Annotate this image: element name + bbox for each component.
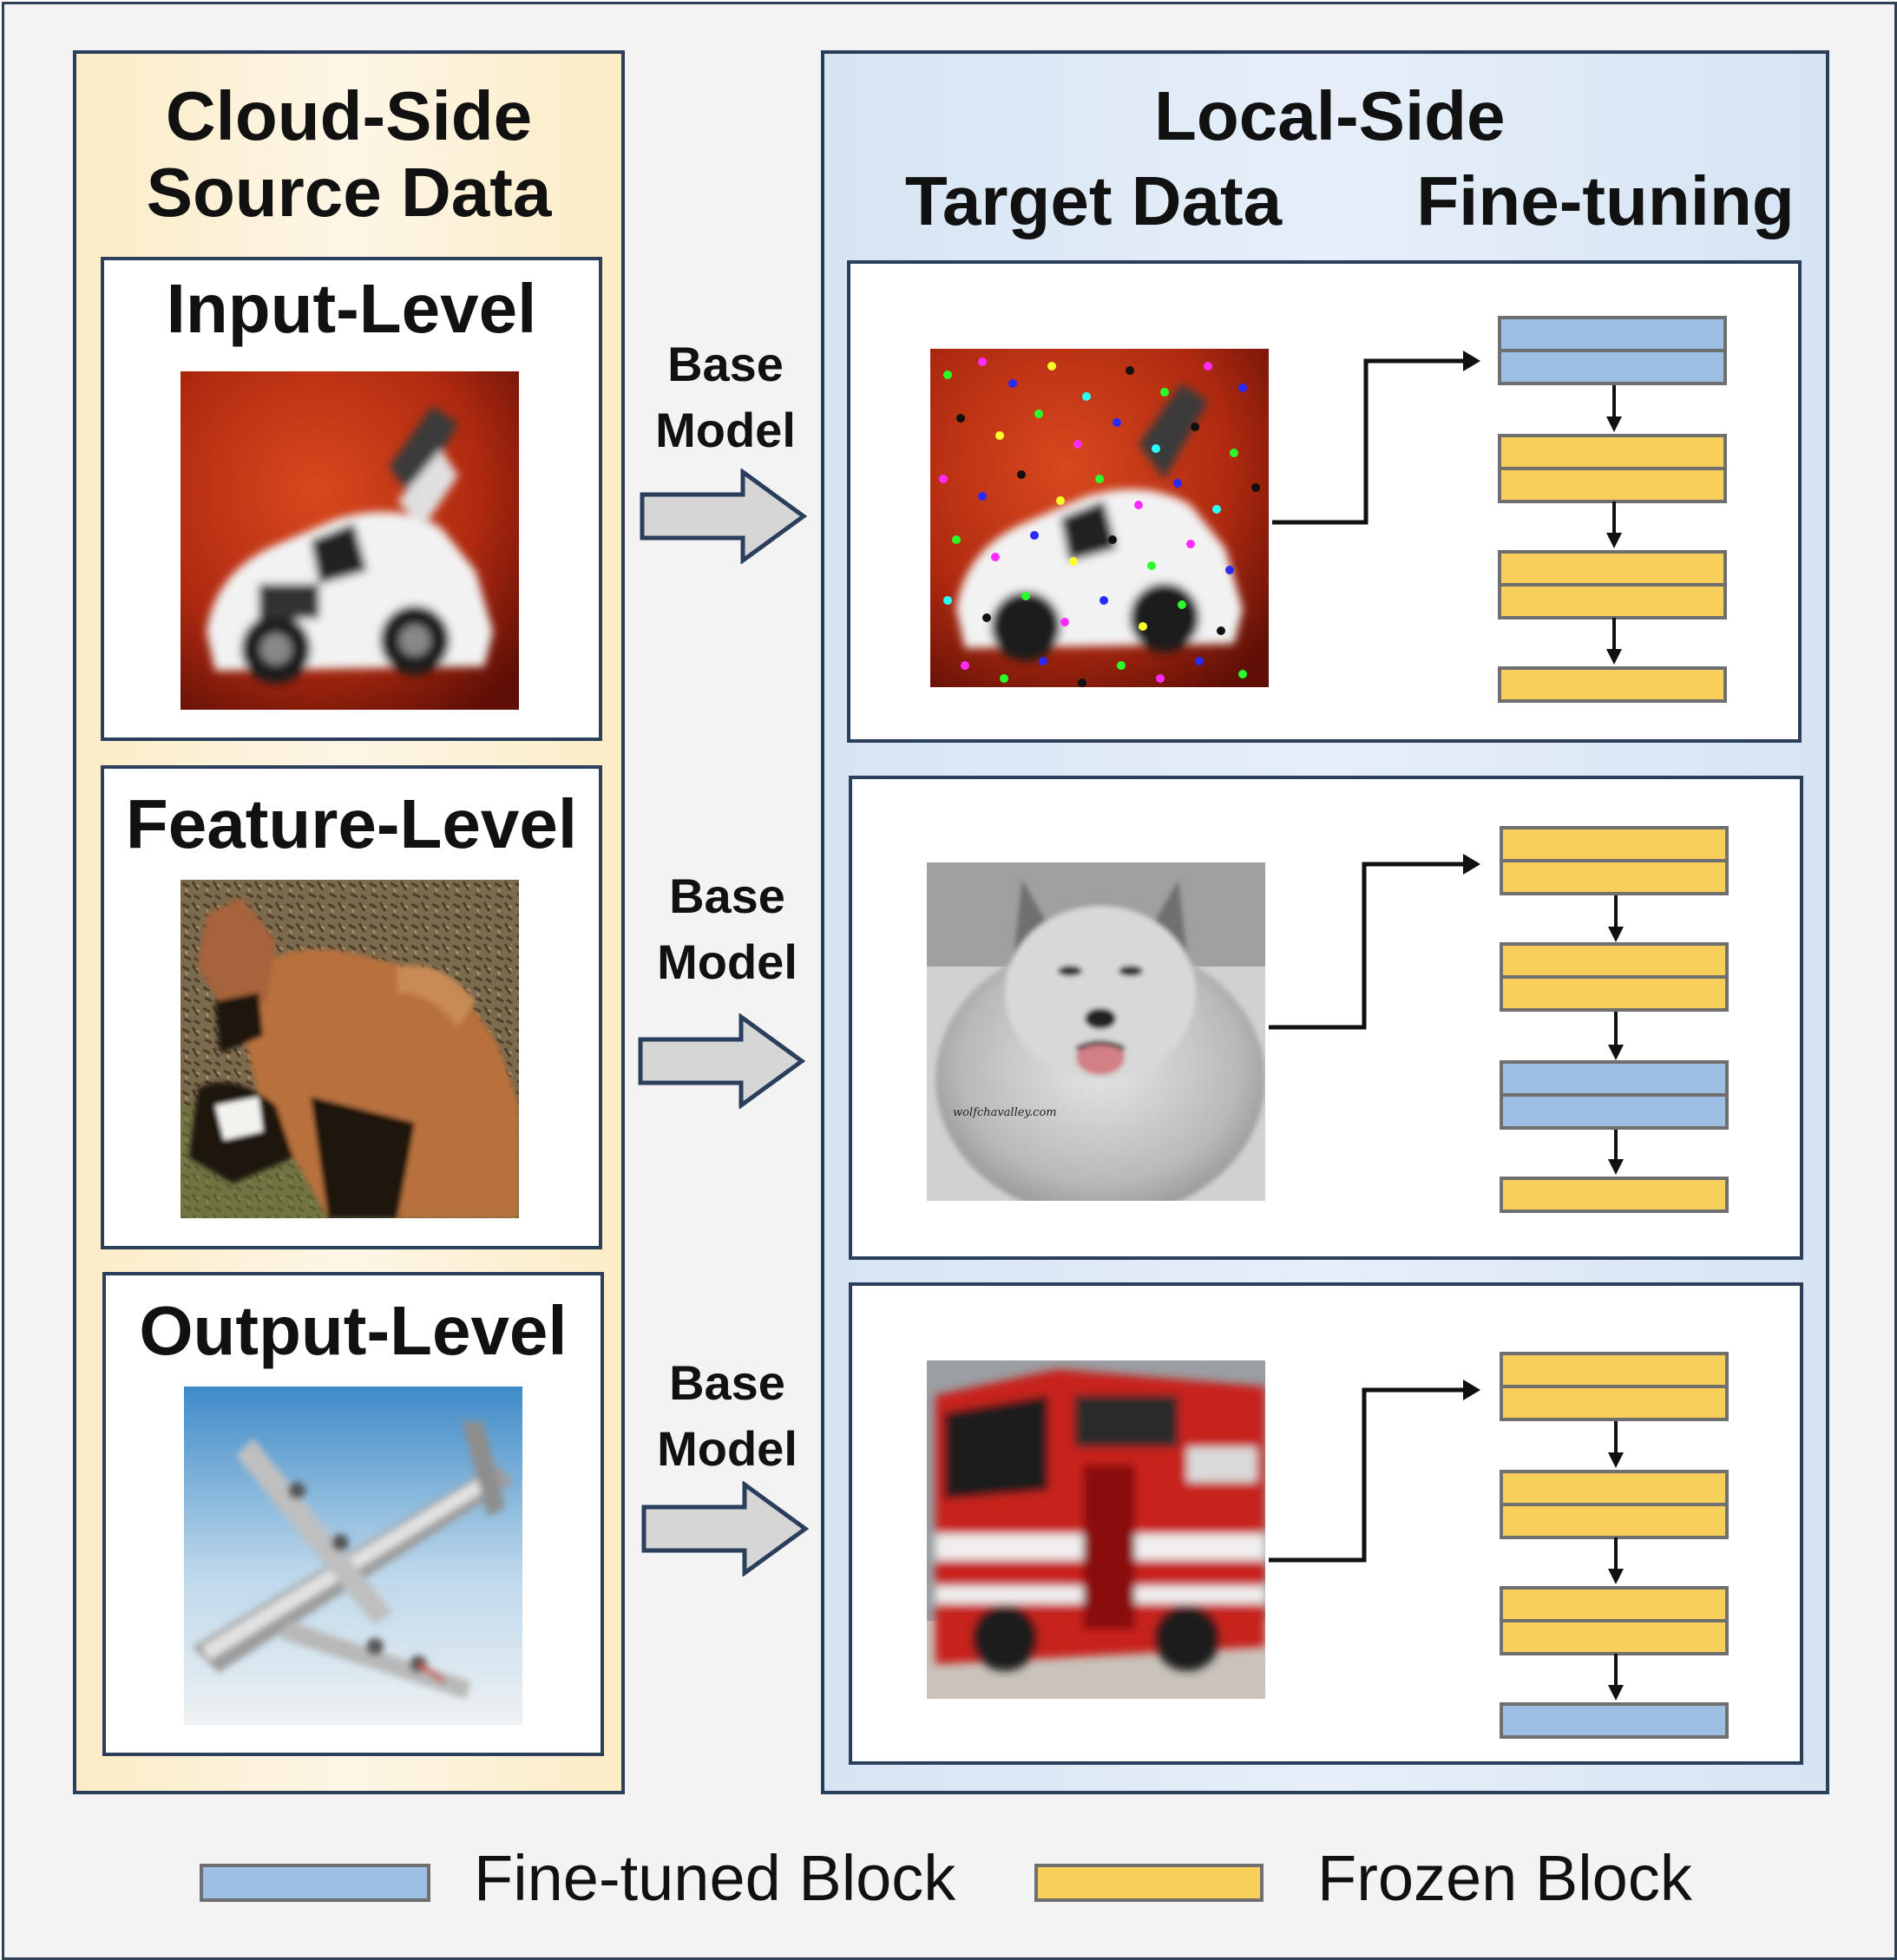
cloud-side-title-line2: Source Data [73,154,625,231]
legend-fine-tuned-swatch [200,1864,430,1902]
local-row-3 [849,1282,1803,1765]
base-model-arrow-1 [639,469,812,564]
output-level-box: Output-Level [102,1272,604,1756]
local-side-title: Local-Side [1154,78,1501,154]
cloud-side-title-line1: Cloud-Side [73,78,625,154]
row-2-block-1-frozen [1500,826,1729,895]
row-3-block-arrows [1605,1418,1626,1706]
row-2-block-4-frozen [1500,1177,1729,1213]
base-model-label-3: Base Model [632,1350,823,1481]
base-model-label-2: Base Model [632,863,823,994]
wolf-watermark: wolfchavalley.com [953,1106,1057,1119]
output-level-airplane-image [184,1386,522,1725]
row-1-block-1-fine-tuned [1498,316,1727,385]
legend-fine-tuned-label: Fine-tuned Block [474,1841,955,1915]
input-level-title: Input-Level [104,269,599,349]
feature-level-title: Feature-Level [104,784,599,864]
target-noisy-car-image [930,349,1269,687]
output-level-title: Output-Level [106,1291,601,1371]
feature-level-box: Feature-Level [101,765,602,1249]
base-model-arrow-3 [640,1481,814,1577]
feature-level-animal-image [181,880,519,1218]
target-data-title: Target Data [903,163,1284,239]
legend-frozen-label: Frozen Block [1317,1841,1692,1915]
input-level-car-image [181,371,519,710]
row-3-block-1-frozen [1500,1352,1729,1421]
base-model-label-1: Base Model [630,331,821,462]
fine-tuning-title: Fine-tuning [1415,163,1796,239]
row-1-block-4-frozen [1498,666,1727,703]
input-level-box: Input-Level [101,257,602,741]
local-row-1 [847,260,1802,743]
legend-frozen-swatch [1034,1864,1264,1902]
local-row-2: wolfchavalley.com [849,776,1803,1260]
target-wolf-image: wolfchavalley.com [927,862,1265,1201]
cloud-side-title: Cloud-Side Source Data [73,78,625,231]
row-1-block-arrows [1604,382,1625,670]
row-2-block-arrows [1605,892,1626,1180]
target-fire-truck-image [927,1360,1265,1699]
row-3-block-4-fine-tuned [1500,1702,1729,1739]
base-model-arrow-2 [637,1013,811,1109]
